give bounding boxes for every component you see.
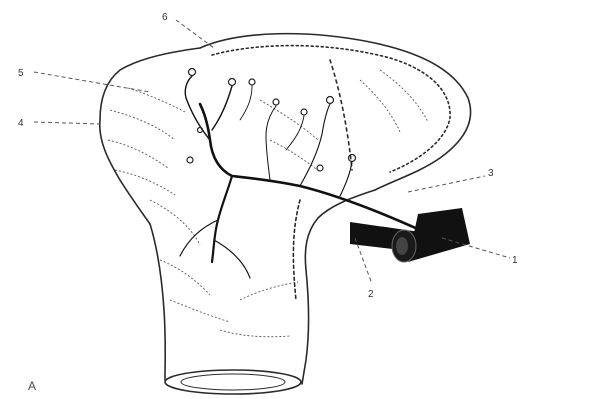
- vessel-stump: [350, 208, 470, 262]
- leader-5: [34, 72, 150, 92]
- humeral-head: [200, 34, 471, 190]
- bicipital-groove: [293, 200, 300, 300]
- head-inner-contour: [212, 46, 450, 172]
- vessel-terminals: [187, 69, 356, 172]
- trabecular-pattern: [108, 70, 428, 337]
- shaft-inner-canal: [181, 374, 285, 390]
- lateral-cortex: [150, 224, 165, 380]
- fine-branch-2: [286, 116, 304, 150]
- callout-2: 2: [368, 289, 374, 300]
- stump-lumen: [396, 237, 408, 255]
- stump-cylinder: [408, 208, 470, 262]
- callout-5: 5: [18, 68, 24, 79]
- main-arcuate-artery: [212, 176, 232, 262]
- medial-cortex: [302, 190, 375, 384]
- leader-6: [176, 20, 214, 48]
- branch-to-head-1: [300, 104, 330, 186]
- callout-4: 4: [18, 118, 24, 129]
- anatomical-neck: [330, 60, 352, 170]
- branch-to-head-3: [266, 106, 276, 180]
- panel-letter: A: [28, 379, 36, 393]
- branch-lower-right: [214, 240, 250, 278]
- callout-1: 1: [512, 255, 518, 266]
- callout-6: 6: [162, 12, 168, 23]
- leader-4: [34, 122, 100, 124]
- leader-3: [408, 176, 485, 192]
- bone-outline: [100, 34, 471, 394]
- callout-3: 3: [488, 168, 494, 179]
- greater-tuberosity: [100, 48, 200, 224]
- branch-to-head-2: [340, 162, 352, 196]
- branch-upper-mid: [212, 86, 232, 130]
- fine-branch-1: [240, 86, 252, 120]
